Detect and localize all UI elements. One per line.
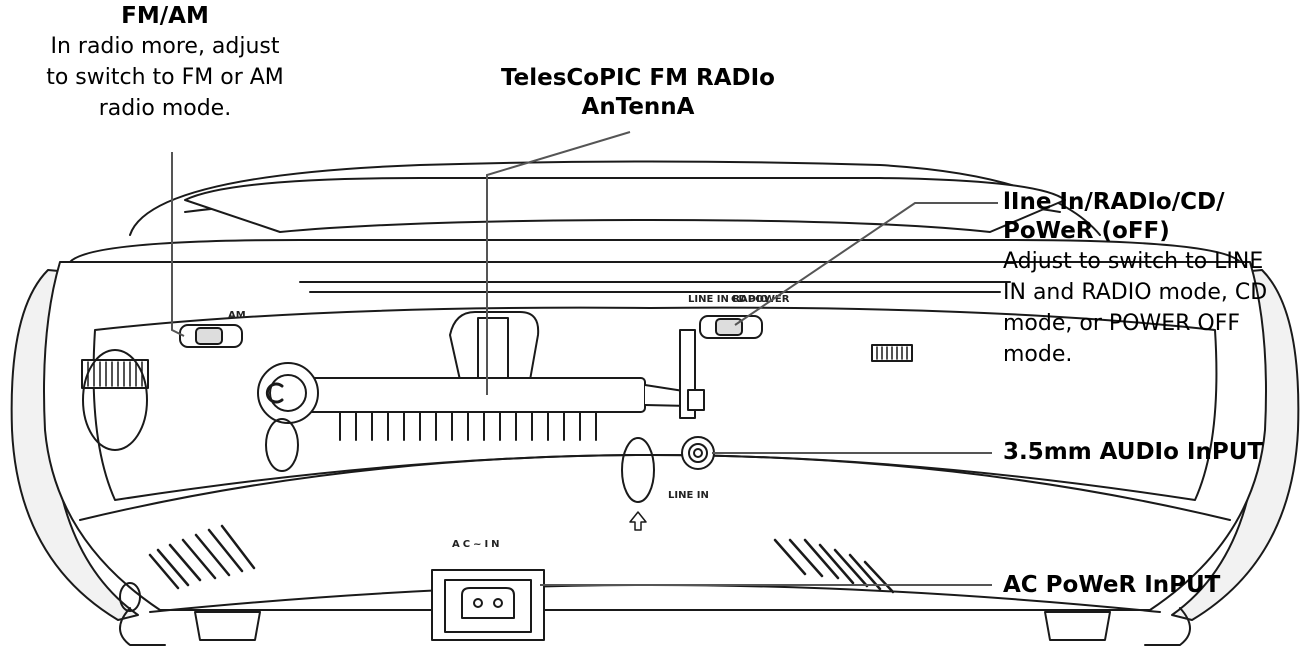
left-foot-b xyxy=(119,607,166,646)
right-foot-b xyxy=(1144,607,1191,646)
cd-mark: CD xyxy=(731,294,747,305)
antenna-rod xyxy=(299,377,646,413)
leader-fm-am xyxy=(171,152,185,337)
mode-desc-line-4: mode. xyxy=(1003,342,1073,367)
power-callout: AC PoWeR InPUT xyxy=(1003,571,1303,600)
audio-title: 3.5mm AUDIo InPUT xyxy=(1003,439,1264,465)
audio-callout: 3.5mm AUDIo InPUT xyxy=(1003,438,1303,467)
fm-am-callout: FM/AM In radio more, adjust to switch to… xyxy=(0,2,330,124)
mode-title-line-1: lIne In/RADIo/CD/ xyxy=(1003,189,1225,215)
left-foot xyxy=(194,611,261,641)
shelf-strip xyxy=(299,281,1011,293)
am-mark: AM xyxy=(228,310,246,321)
fm-am-title: FM/AM xyxy=(121,3,209,29)
line-in-radio-mark: LINE IN RADIO xyxy=(688,294,768,305)
fm-am-desc-line-3: radio mode. xyxy=(98,96,232,121)
leader-mode xyxy=(734,202,998,326)
right-speaker-grille xyxy=(773,538,895,594)
battery-cutout xyxy=(621,437,655,503)
ac-in-mark: AC~IN xyxy=(452,539,503,550)
up-arrow xyxy=(629,511,647,531)
left-vent-hole xyxy=(119,582,141,612)
right-foot xyxy=(1044,611,1111,641)
mode-desc-line-2: IN and RADIO mode, CD xyxy=(1003,280,1268,305)
fm-am-desc-line-1: In radio more, adjust xyxy=(50,34,280,59)
fm-am-desc-line-2: to switch to FM or AM xyxy=(46,65,284,90)
mode-desc-line-3: mode, or POWER OFF xyxy=(1003,311,1241,336)
power-title: AC PoWeR InPUT xyxy=(1003,572,1221,598)
mode-callout: lIne In/RADIo/CD/ PoWeR (oFF) Adjust to … xyxy=(1003,188,1303,370)
antenna-title-line-2: AnTennA xyxy=(581,94,695,120)
pivot-recess xyxy=(265,418,299,472)
left-recess xyxy=(82,349,148,451)
power-mark: POWER xyxy=(748,294,790,305)
ac-socket xyxy=(461,587,515,619)
leader-lines xyxy=(171,131,998,586)
handle-top-panel xyxy=(184,177,1066,233)
mode-desc-line-1: Adjust to switch to LINE xyxy=(1003,249,1264,274)
leader-antenna xyxy=(486,131,631,395)
antenna-title-line-1: TelesCoPIC FM RADIo xyxy=(501,65,775,91)
mode-title-line-2: PoWeR (oFF) xyxy=(1003,218,1170,244)
antenna-callout: TelesCoPIC FM RADIo AnTennA xyxy=(458,64,818,122)
rear-shelf xyxy=(69,239,1241,263)
lower-base xyxy=(79,454,1231,521)
line-in-mark: LINE IN xyxy=(668,490,709,501)
left-speaker-grille xyxy=(148,524,256,590)
antenna-teeth xyxy=(339,411,597,441)
